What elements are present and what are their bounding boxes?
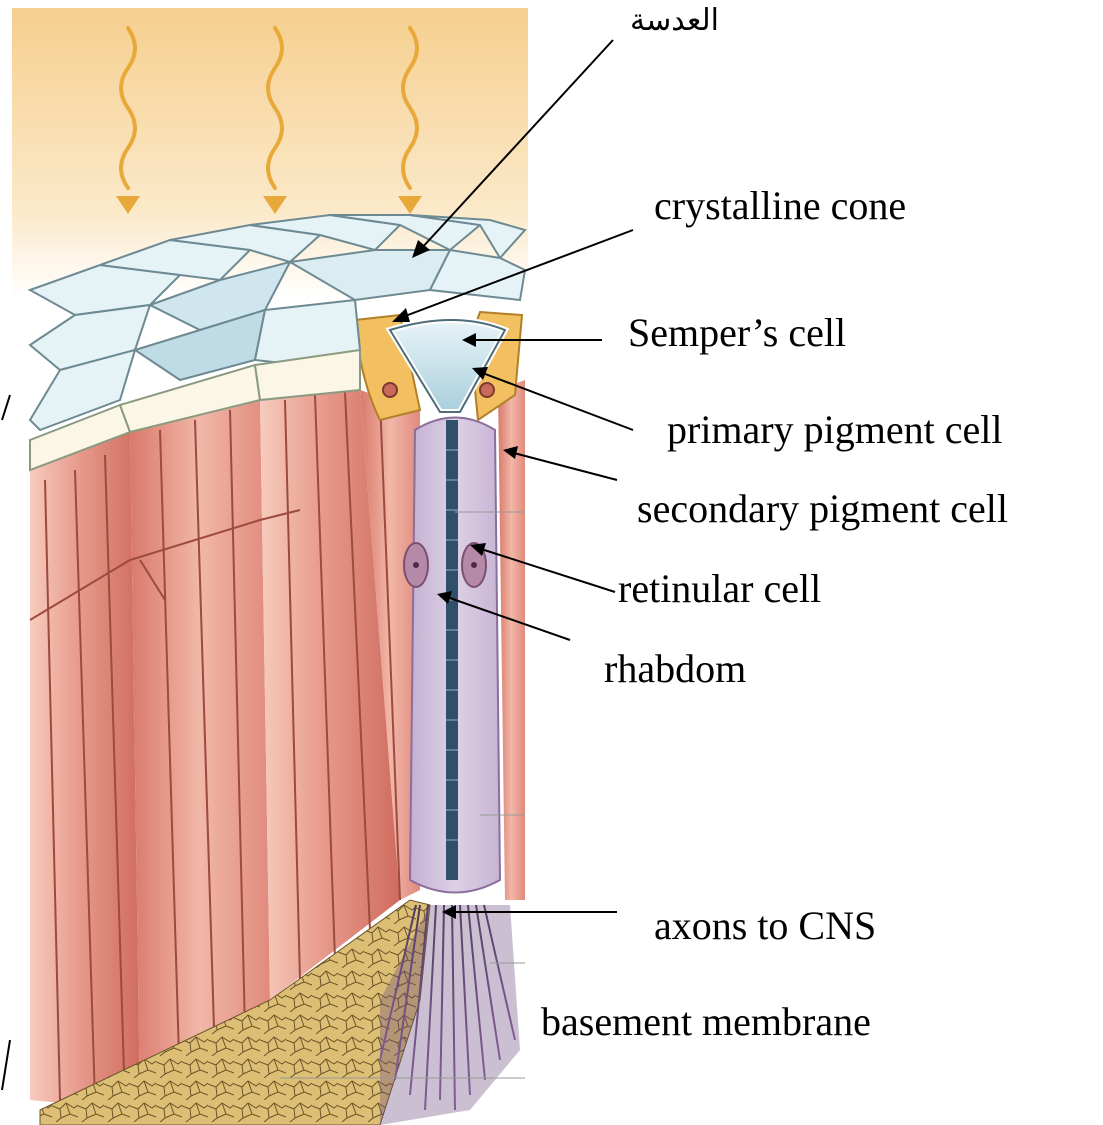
label-lens: العدسة — [630, 6, 719, 36]
label-primary-pigment-cell: primary pigment cell — [667, 410, 1002, 450]
edge-fragment — [2, 1040, 10, 1090]
label-crystalline-cone: crystalline cone — [654, 186, 906, 226]
label-axons-to-cns: axons to CNS — [654, 906, 876, 946]
rhabdom-rod — [446, 420, 458, 880]
label-retinular-cell: retinular cell — [618, 569, 821, 609]
label-rhabdom: rhabdom — [604, 649, 746, 689]
label-basement-membrane: basement membrane — [541, 1002, 871, 1042]
label-sempers-cell: Semper’s cell — [628, 313, 846, 353]
secondary-pigment-strip — [498, 380, 525, 900]
label-secondary-pigment-cell: secondary pigment cell — [637, 489, 1008, 529]
edge-fragment — [2, 395, 10, 420]
